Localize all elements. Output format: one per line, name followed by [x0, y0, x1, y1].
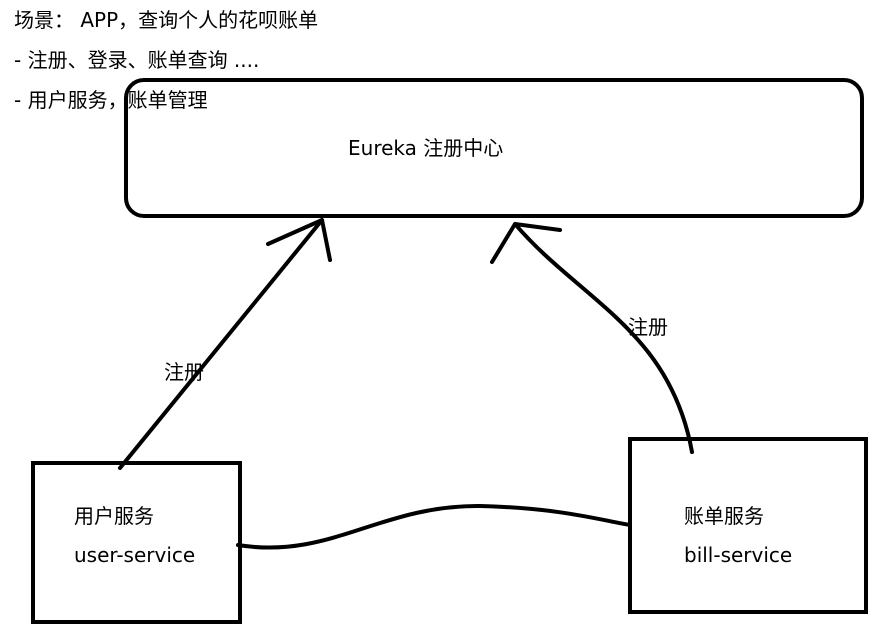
feature-list-line: - 注册、登录、账单查询 .... — [14, 48, 260, 72]
user-service-box — [31, 461, 242, 624]
scenario-text: 场景： APP，查询个人的花呗账单 — [14, 8, 319, 32]
eureka-box — [124, 78, 864, 218]
bill-register-arrowhead — [490, 222, 562, 264]
left-register-label: 注册 — [164, 360, 204, 384]
service-list-line: - 用户服务，账单管理 — [14, 88, 208, 112]
bill-service-name-cn: 账单服务 — [684, 504, 764, 528]
bill-service-name-en: bill-service — [684, 543, 793, 567]
eureka-label: Eureka 注册中心 — [348, 136, 504, 160]
user-register-arrow — [118, 218, 324, 470]
right-register-label: 注册 — [628, 315, 668, 339]
user-register-arrowhead — [266, 218, 332, 262]
bill-register-arrow — [513, 222, 694, 454]
user-service-name-cn: 用户服务 — [74, 504, 154, 528]
user-service-name-en: user-service — [74, 543, 196, 567]
service-call-line — [236, 503, 632, 550]
